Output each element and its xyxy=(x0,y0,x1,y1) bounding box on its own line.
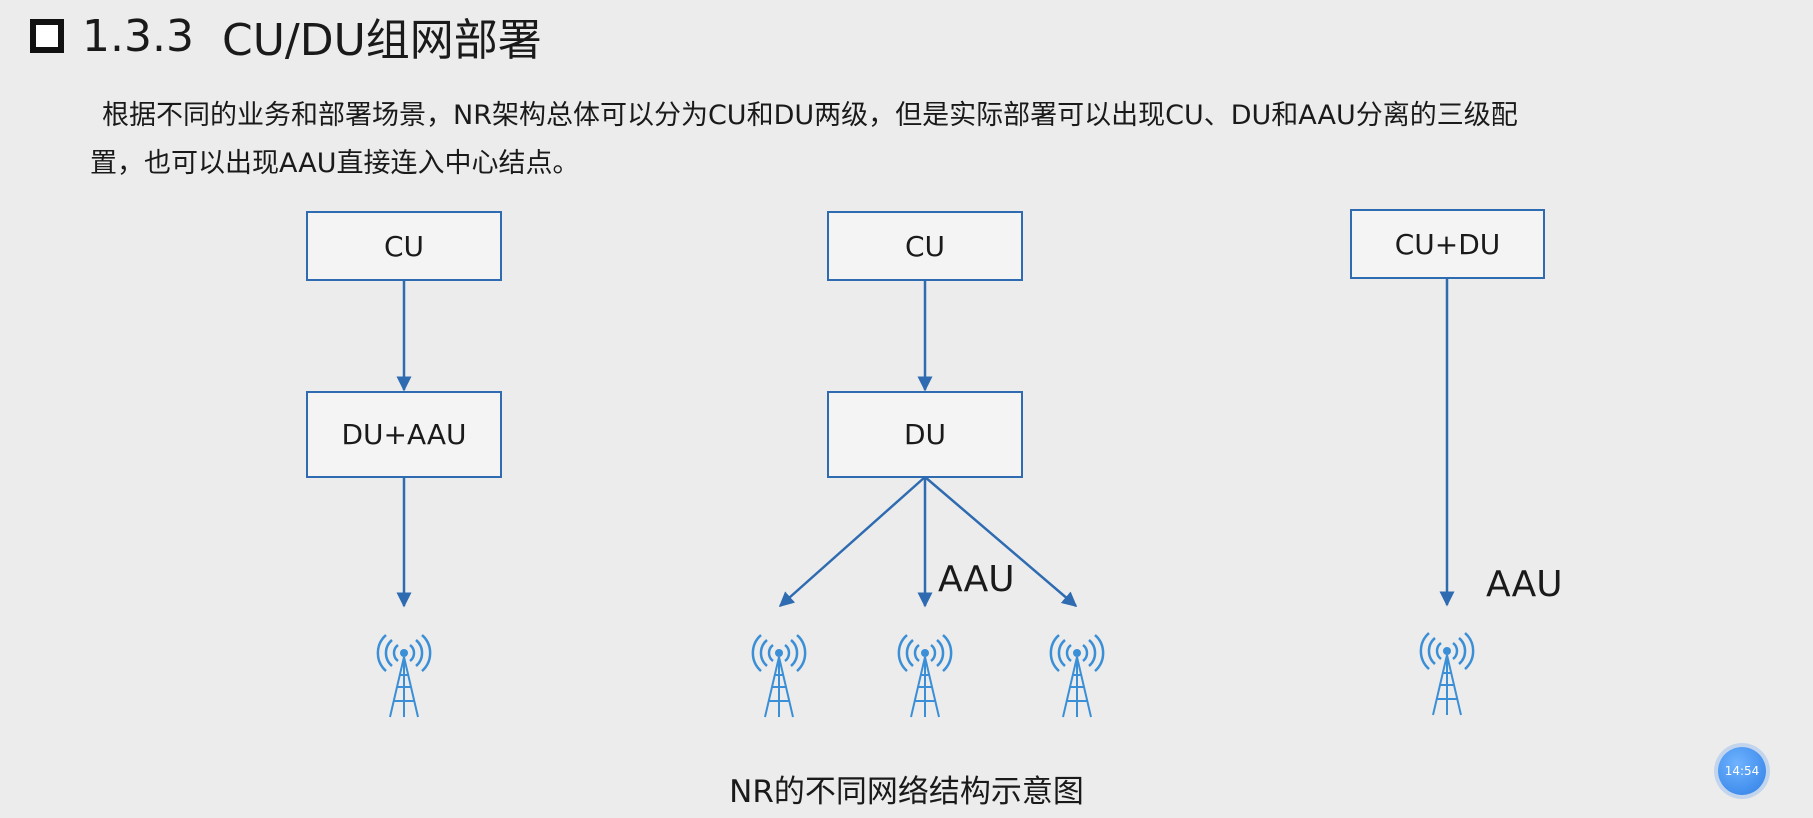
antenna-tower-icon xyxy=(376,633,432,719)
d2-aau-label: AAU xyxy=(938,559,1015,600)
antenna-tower-icon xyxy=(1419,631,1475,717)
d3-cu-du-box: CU+DU xyxy=(1350,209,1545,279)
description-paragraph: 根据不同的业务和部署场景，NR架构总体可以分为CU和DU两级，但是实际部署可以出… xyxy=(90,92,1790,188)
d3-aau-label: AAU xyxy=(1486,564,1563,605)
section-number: 1.3.3 xyxy=(82,10,194,62)
antenna-tower-icon xyxy=(751,633,807,719)
paragraph-line-2: 置，也可以出现AAU直接连入中心结点。 xyxy=(90,148,580,179)
antenna-tower-icon xyxy=(897,633,953,719)
antenna-tower-icon xyxy=(1049,633,1105,719)
d1-cu-box: CU xyxy=(306,211,502,281)
d1-du-aau-box: DU+AAU xyxy=(306,391,502,478)
arrow-d2-du-to-aau-left xyxy=(778,476,926,607)
d2-cu-box: CU xyxy=(827,211,1023,281)
paragraph-line-1: 根据不同的业务和部署场景，NR架构总体可以分为CU和DU两级，但是实际部署可以出… xyxy=(102,100,1518,131)
figure-caption: NR的不同网络结构示意图 xyxy=(729,774,1084,810)
timer-badge[interactable]: 14:54 xyxy=(1718,747,1766,795)
square-bullet-icon xyxy=(30,19,64,53)
section-title-text: CU/DU组网部署 xyxy=(221,15,542,66)
section-title: 1.3.3 CU/DU组网部署 xyxy=(30,4,542,68)
d2-du-box: DU xyxy=(827,391,1023,478)
arrow-d2-du-to-aau-right xyxy=(924,476,1078,607)
